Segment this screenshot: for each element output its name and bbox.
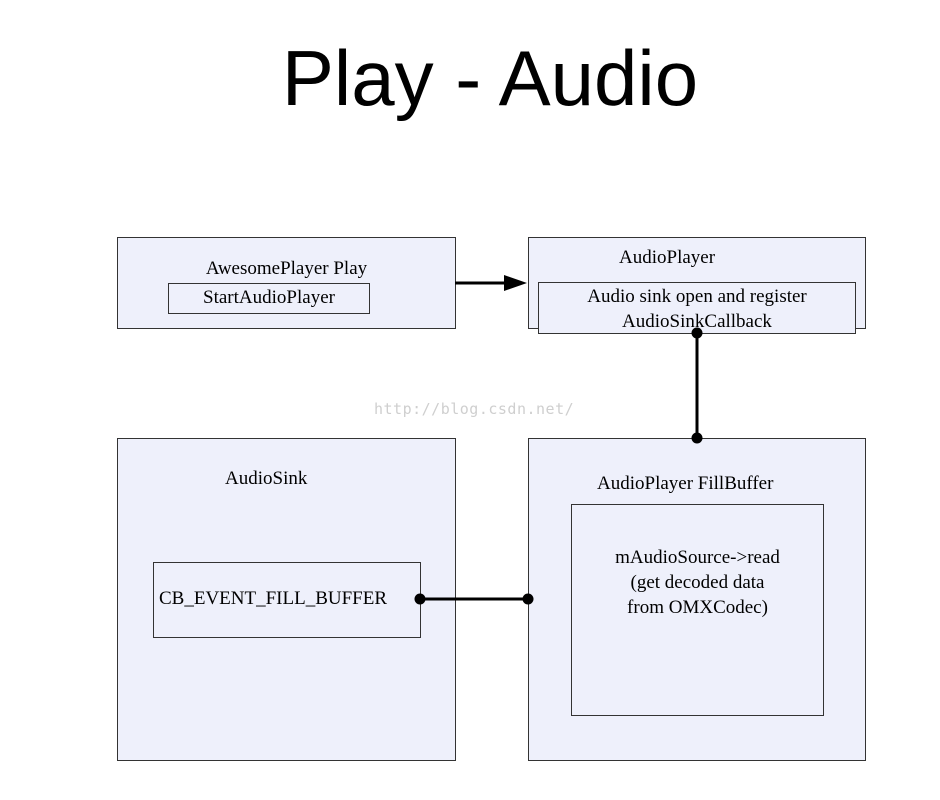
audio-sink-register-line2: AudioSinkCallback	[622, 311, 772, 332]
cb-event-fill-buffer-box: CB_EVENT_FILL_BUFFER	[153, 562, 421, 638]
fill-buffer-box: AudioPlayer FillBuffer mAudioSource->rea…	[528, 438, 866, 761]
awesome-player-title: AwesomePlayer Play	[205, 258, 368, 279]
audio-sink-box: AudioSink CB_EVENT_FILL_BUFFER	[117, 438, 456, 761]
audio-source-read-line2: (get decoded data	[630, 572, 765, 593]
diagram-title: Play - Audio	[281, 34, 699, 122]
audio-sink-register-box: Audio sink open and register AudioSinkCa…	[538, 282, 856, 334]
fill-buffer-title: AudioPlayer FillBuffer	[597, 473, 774, 494]
connector-callback-to-fillbuffer	[691, 327, 703, 444]
awesome-player-box: AwesomePlayer Play StartAudioPlayer	[117, 237, 456, 329]
audio-sink-title: AudioSink	[225, 468, 308, 489]
audio-source-read-line3: from OMXCodec)	[627, 597, 768, 618]
watermark-text: http://blog.csdn.net/	[374, 400, 575, 418]
arrow-awesome-to-audioplayer	[455, 275, 527, 291]
audio-source-read-box: mAudioSource->read (get decoded data fro…	[571, 504, 824, 716]
audio-player-title: AudioPlayer	[619, 247, 716, 268]
start-audio-player-box: StartAudioPlayer	[168, 283, 370, 314]
audio-source-read-line1: mAudioSource->read	[615, 547, 780, 568]
audio-sink-register-line1: Audio sink open and register	[587, 286, 807, 307]
